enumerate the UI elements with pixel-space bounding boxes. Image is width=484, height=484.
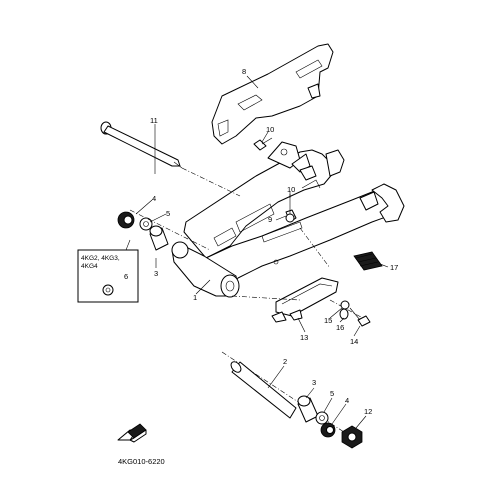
pivot-shaft-part	[100, 121, 183, 169]
pivot-collar-part	[230, 361, 297, 419]
callout-9: 10	[287, 185, 295, 194]
callout-11: 11	[150, 116, 158, 125]
bushing-part-upper	[149, 225, 169, 251]
footer-code: 4KG010-6220	[118, 457, 165, 466]
callout-4-upper: 4	[152, 194, 156, 203]
callout-labels: 8 10 11 10 9 4 5 3 6 1 17 13 15 16 14 2 …	[124, 67, 398, 416]
callout-2: 2	[283, 357, 287, 366]
callout-16: 16	[336, 323, 344, 332]
callout-5-upper: 5	[166, 209, 170, 218]
variant-box-line-1: 4KG2, 4KG3,	[81, 255, 120, 262]
callout-13: 13	[300, 333, 308, 342]
center-lines	[129, 167, 371, 437]
callout-4-lower: 4	[345, 396, 349, 405]
callout-12: 12	[364, 407, 372, 416]
swingarm-part	[171, 141, 405, 298]
callout-10: 10	[266, 125, 274, 134]
variant-box: 4KG2, 4KG3, 4KG4	[77, 249, 139, 303]
bolt-part-10	[253, 137, 273, 151]
nut-part-12	[341, 425, 363, 449]
chain-cover-part	[211, 43, 334, 145]
washer-part-lower	[315, 411, 329, 425]
oil-seal-part-upper	[117, 211, 135, 229]
hardware-part-14-16	[339, 300, 371, 327]
oil-seal-part-lower	[320, 422, 336, 438]
callout-14: 14	[350, 337, 358, 346]
callout-15: 15	[324, 316, 332, 325]
callout-5-lower: 5	[330, 389, 334, 398]
front-arrow-icon	[117, 423, 147, 443]
callout-3-upper: 3	[154, 269, 158, 278]
chain-slider-part	[271, 277, 339, 323]
bushing-part-lower	[297, 395, 319, 423]
callout-6: 6	[124, 272, 128, 281]
variant-box-line-2: 4KG4	[81, 263, 98, 270]
label-decal-part	[353, 251, 383, 271]
callout-1: 1	[193, 293, 197, 302]
bolt-part-8-9	[285, 194, 297, 223]
callout-17: 17	[390, 263, 398, 272]
callout-7: 8	[242, 67, 246, 76]
callout-3-lower: 3	[312, 378, 316, 387]
callout-8: 9	[268, 215, 272, 224]
leader-lines	[125, 75, 389, 429]
